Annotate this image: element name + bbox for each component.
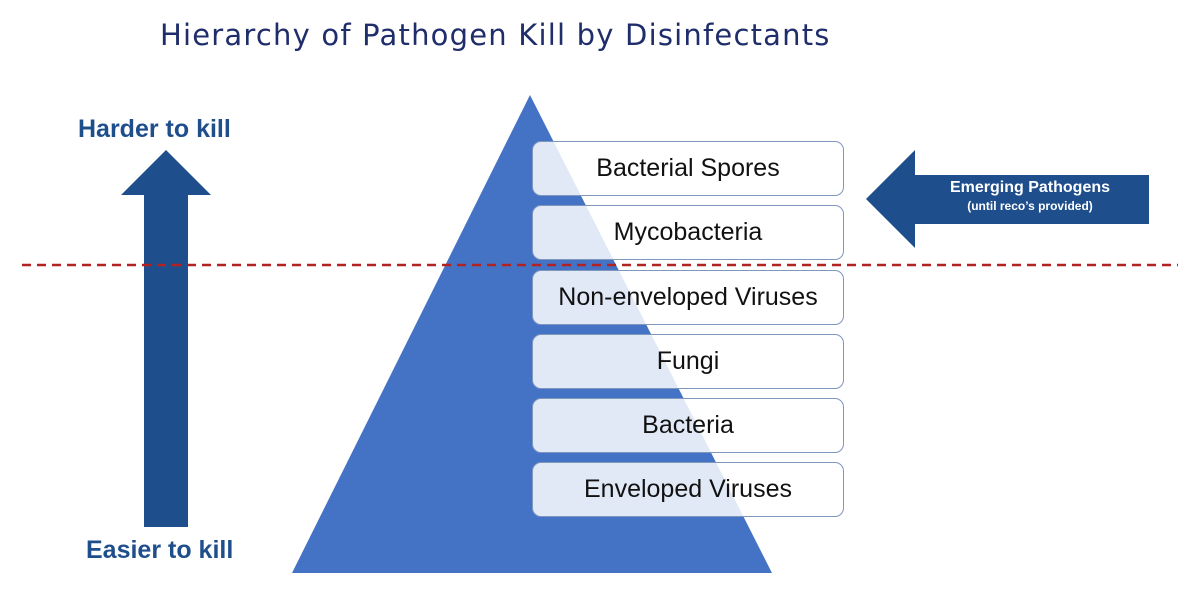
level-enveloped-viruses: Enveloped Viruses	[532, 462, 844, 517]
pyramid-shape	[292, 95, 772, 573]
diagram-title: Hierarchy of Pathogen Kill by Disinfecta…	[160, 18, 831, 52]
emerging-pathogens-note: (until reco’s provided)	[967, 199, 1093, 213]
easier-to-kill-label: Easier to kill	[86, 536, 234, 564]
difficulty-up-arrow	[121, 150, 211, 527]
level-fungi: Fungi	[532, 334, 844, 389]
level-bacterial-spores: Bacterial Spores	[532, 141, 844, 196]
emerging-pathogens-callout: Emerging Pathogens (until reco’s provide…	[912, 178, 1148, 214]
level-non-enveloped-viruses: Non-enveloped Viruses	[532, 270, 844, 325]
emerging-pathogens-label: Emerging Pathogens	[949, 179, 1111, 196]
level-bacteria: Bacteria	[532, 398, 844, 453]
level-mycobacteria: Mycobacteria	[532, 205, 844, 260]
harder-to-kill-label: Harder to kill	[78, 115, 231, 143]
emerging-pathogens-arrow	[866, 150, 1149, 248]
